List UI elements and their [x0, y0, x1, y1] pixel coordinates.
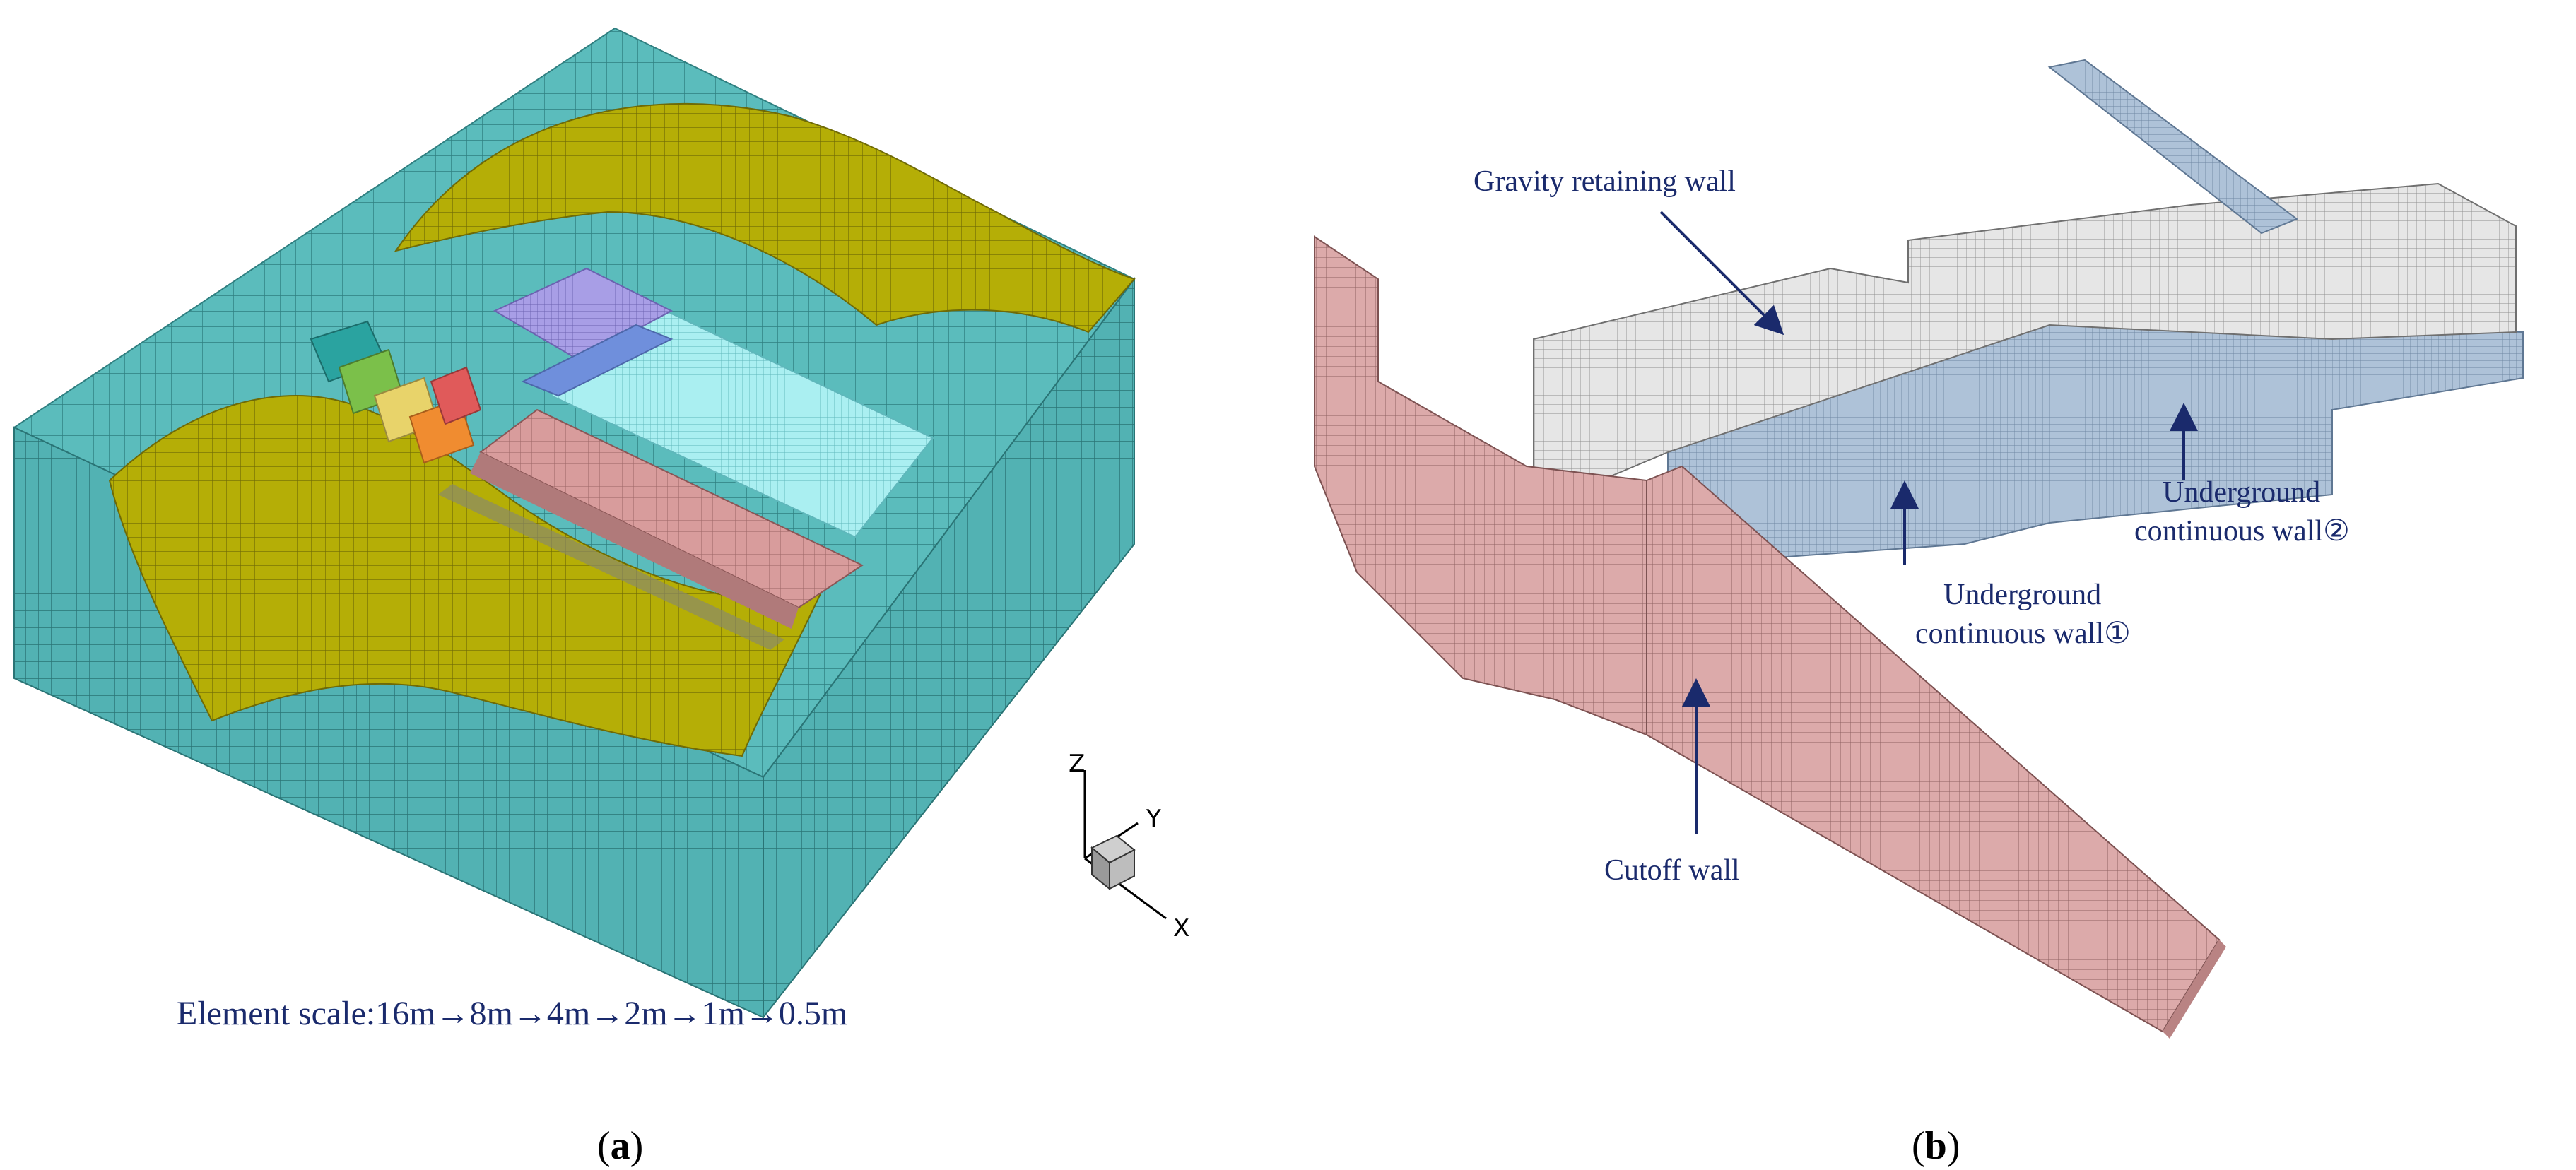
coordinate-triad: Z Y X	[1069, 750, 1189, 942]
annotations-b: Gravity retaining wall Underground conti…	[1474, 165, 2350, 887]
panel-a: Z Y X Element scale:16m→8m→4m→2m→1m→0.5m…	[12, 27, 1189, 1168]
ucw1-label-line1: Underground	[1943, 579, 2101, 611]
axis-y-label: Y	[1146, 805, 1161, 833]
ucw1-label-line2: continuous wall①	[1915, 618, 2131, 650]
panel-a-label: (a)	[597, 1124, 643, 1168]
element-scale-caption: Element scale:16m→8m→4m→2m→1m→0.5m	[177, 995, 847, 1032]
cutoff-wall-label: Cutoff wall	[1604, 854, 1740, 887]
gravity-wall-mesh	[1533, 59, 2517, 510]
ucw2-label-line2: continuous wall②	[2134, 515, 2350, 548]
lock-structures	[310, 267, 934, 650]
ucw2-label-line1: Underground	[2163, 476, 2320, 509]
panel-b: Gravity retaining wall Underground conti…	[1314, 59, 2524, 1168]
gravity-retaining-wall-label: Gravity retaining wall	[1474, 165, 1736, 198]
panel-b-label: (b)	[1912, 1124, 1960, 1168]
cutoff-wall-mesh	[1314, 235, 2226, 1039]
river-bank-mesh	[108, 102, 1136, 757]
axis-z-label: Z	[1069, 750, 1085, 778]
axis-x-label: X	[1173, 914, 1189, 942]
